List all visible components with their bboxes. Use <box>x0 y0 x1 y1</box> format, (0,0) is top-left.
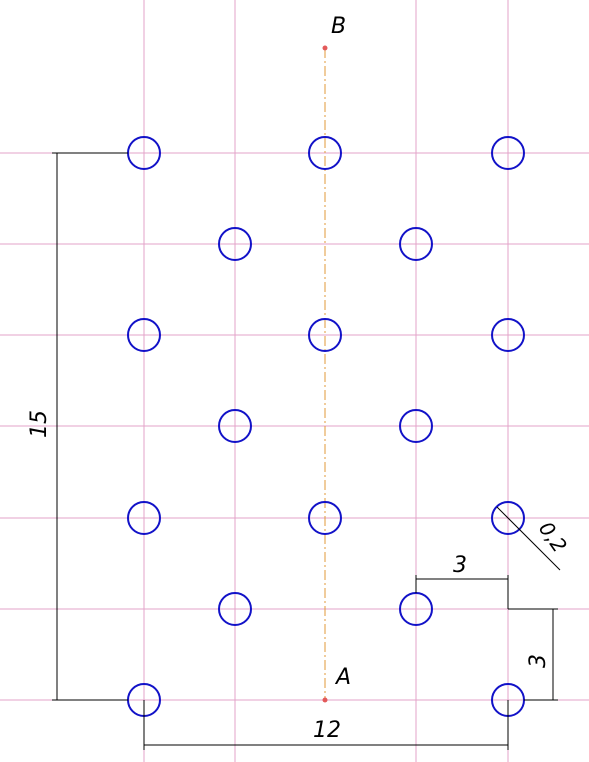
point-b-marker <box>322 45 328 51</box>
point-b-label: B <box>331 14 346 39</box>
hole <box>308 501 342 535</box>
dimension-pitch-y: 3 <box>508 608 558 701</box>
dimension-height: 15 <box>27 152 128 701</box>
point-a-marker <box>322 697 328 703</box>
diameter-value: 0,2 <box>534 517 572 557</box>
hole <box>218 409 252 443</box>
height-value: 15 <box>27 410 52 438</box>
hole <box>218 227 252 261</box>
pitch-x-value: 3 <box>453 553 467 578</box>
point-a-label: A <box>334 665 351 690</box>
hole <box>491 501 525 535</box>
hole <box>308 318 342 352</box>
hole <box>491 136 525 170</box>
dimension-pitch-x: 3 <box>415 553 509 609</box>
width-value: 12 <box>313 718 341 743</box>
hole <box>127 318 161 352</box>
hole <box>218 592 252 626</box>
hole <box>491 318 525 352</box>
pitch-y-value: 3 <box>526 654 551 668</box>
hole <box>127 501 161 535</box>
hole <box>399 409 433 443</box>
dimension-width: 12 <box>143 700 509 750</box>
hole-pattern <box>127 136 525 717</box>
hole <box>399 227 433 261</box>
leader-line <box>496 506 561 571</box>
hole <box>308 136 342 170</box>
